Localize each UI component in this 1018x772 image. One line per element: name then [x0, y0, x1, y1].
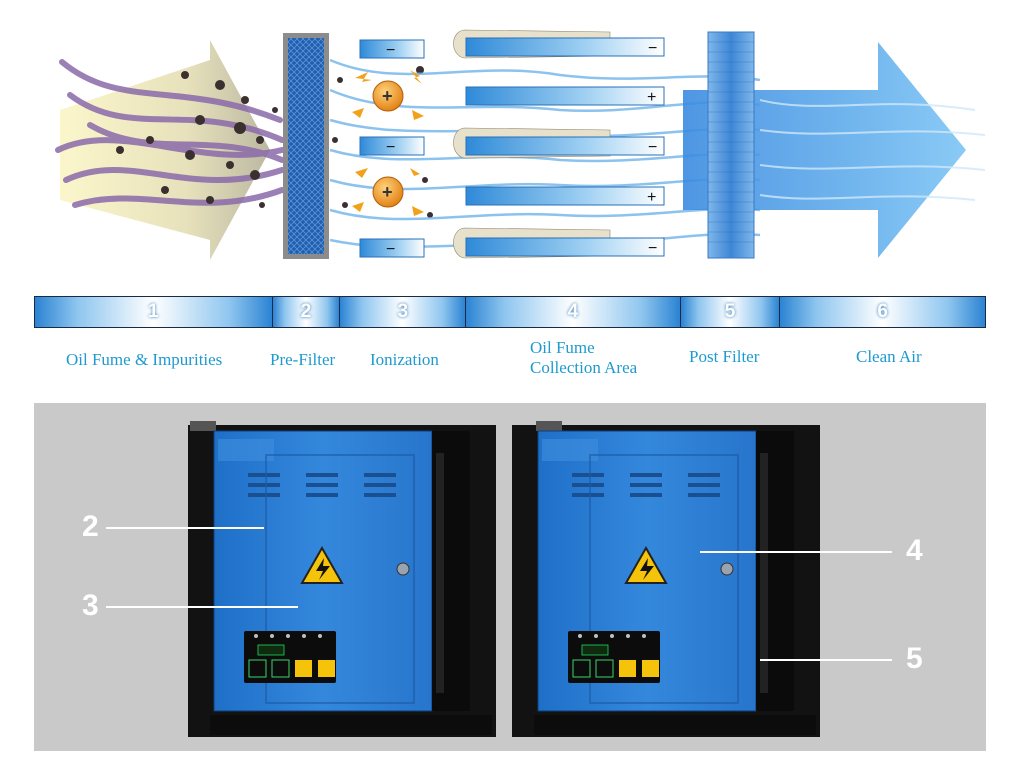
power-icon	[248, 659, 267, 678]
callout-number-4: 4	[906, 534, 923, 567]
stage-number: 6	[877, 301, 888, 322]
purification-process-diagram: − − − + + − + − + −	[55, 29, 986, 260]
ion-emitter-sign: +	[382, 182, 393, 202]
stage-segment-5: 5	[680, 297, 781, 327]
stage-label-collection-area: Oil Fume Collection Area	[530, 338, 637, 378]
stage-label-line: Oil Fume	[530, 338, 595, 357]
droplet-icon	[318, 660, 335, 677]
stage-segment-4: 4	[466, 297, 681, 327]
stage-segment-6: 6	[780, 297, 985, 327]
stage-number: 2	[300, 301, 312, 322]
stage-number: 3	[397, 301, 409, 322]
ion-plate-sign: −	[386, 139, 395, 156]
purifier-units-illustration	[106, 421, 892, 737]
stage-number: 5	[724, 301, 736, 322]
door-lock-knob	[396, 562, 410, 576]
fan-icon	[271, 659, 290, 678]
stage-label-ionization: Ionization	[370, 350, 439, 369]
ionization-plates	[359, 39, 425, 258]
post-filter	[707, 31, 755, 259]
ion-emitter-sign: +	[382, 86, 393, 106]
callout-number-2: 2	[82, 510, 99, 543]
door-lock-knob	[720, 562, 734, 576]
stage-label-oil-fume: Oil Fume & Impurities	[66, 350, 223, 369]
tool-icon	[619, 660, 636, 677]
control-panel	[568, 631, 660, 683]
fan-icon	[595, 659, 614, 678]
stage-label-clean-air: Clean Air	[856, 347, 922, 366]
droplet-icon	[642, 660, 659, 677]
warning-high-voltage-icon	[300, 545, 344, 584]
impurity-particles	[116, 66, 433, 218]
stage-segment-3: 3	[340, 297, 467, 327]
tool-icon	[295, 660, 312, 677]
ion-emitter: +	[372, 176, 404, 208]
stage-number-bar: 1 2 3 4 5 6	[34, 296, 986, 328]
collection-plate-sign: +	[647, 189, 656, 206]
collection-plate-sign: −	[648, 139, 657, 156]
ion-plate-sign: −	[386, 241, 395, 258]
ion-plate-sign: −	[386, 42, 395, 59]
stage-label-line: Collection Area	[530, 358, 638, 377]
fume-streams	[55, 59, 285, 208]
collection-plate-sign: −	[648, 40, 657, 57]
purifier-unit-right	[512, 421, 820, 737]
callout-number-3: 3	[82, 589, 99, 622]
stage-segment-1: 1	[35, 297, 273, 327]
ion-emitter: +	[372, 80, 404, 112]
product-photo: 2 3 4 5	[34, 403, 986, 751]
callout-number-5: 5	[906, 642, 923, 675]
stage-number: 4	[567, 301, 579, 322]
warning-high-voltage-icon	[624, 545, 668, 584]
power-icon	[572, 659, 591, 678]
stage-label-post-filter: Post Filter	[689, 347, 760, 366]
purifier-unit-left	[188, 421, 496, 737]
collection-plate-sign: +	[647, 89, 656, 106]
stage-number: 1	[147, 301, 159, 322]
control-panel	[244, 631, 336, 683]
collection-plates	[465, 37, 665, 257]
collection-plate-sign: −	[648, 240, 657, 257]
spark-icons	[352, 70, 424, 216]
stage-label-pre-filter: Pre-Filter	[270, 350, 336, 369]
stage-segment-2: 2	[272, 297, 341, 327]
